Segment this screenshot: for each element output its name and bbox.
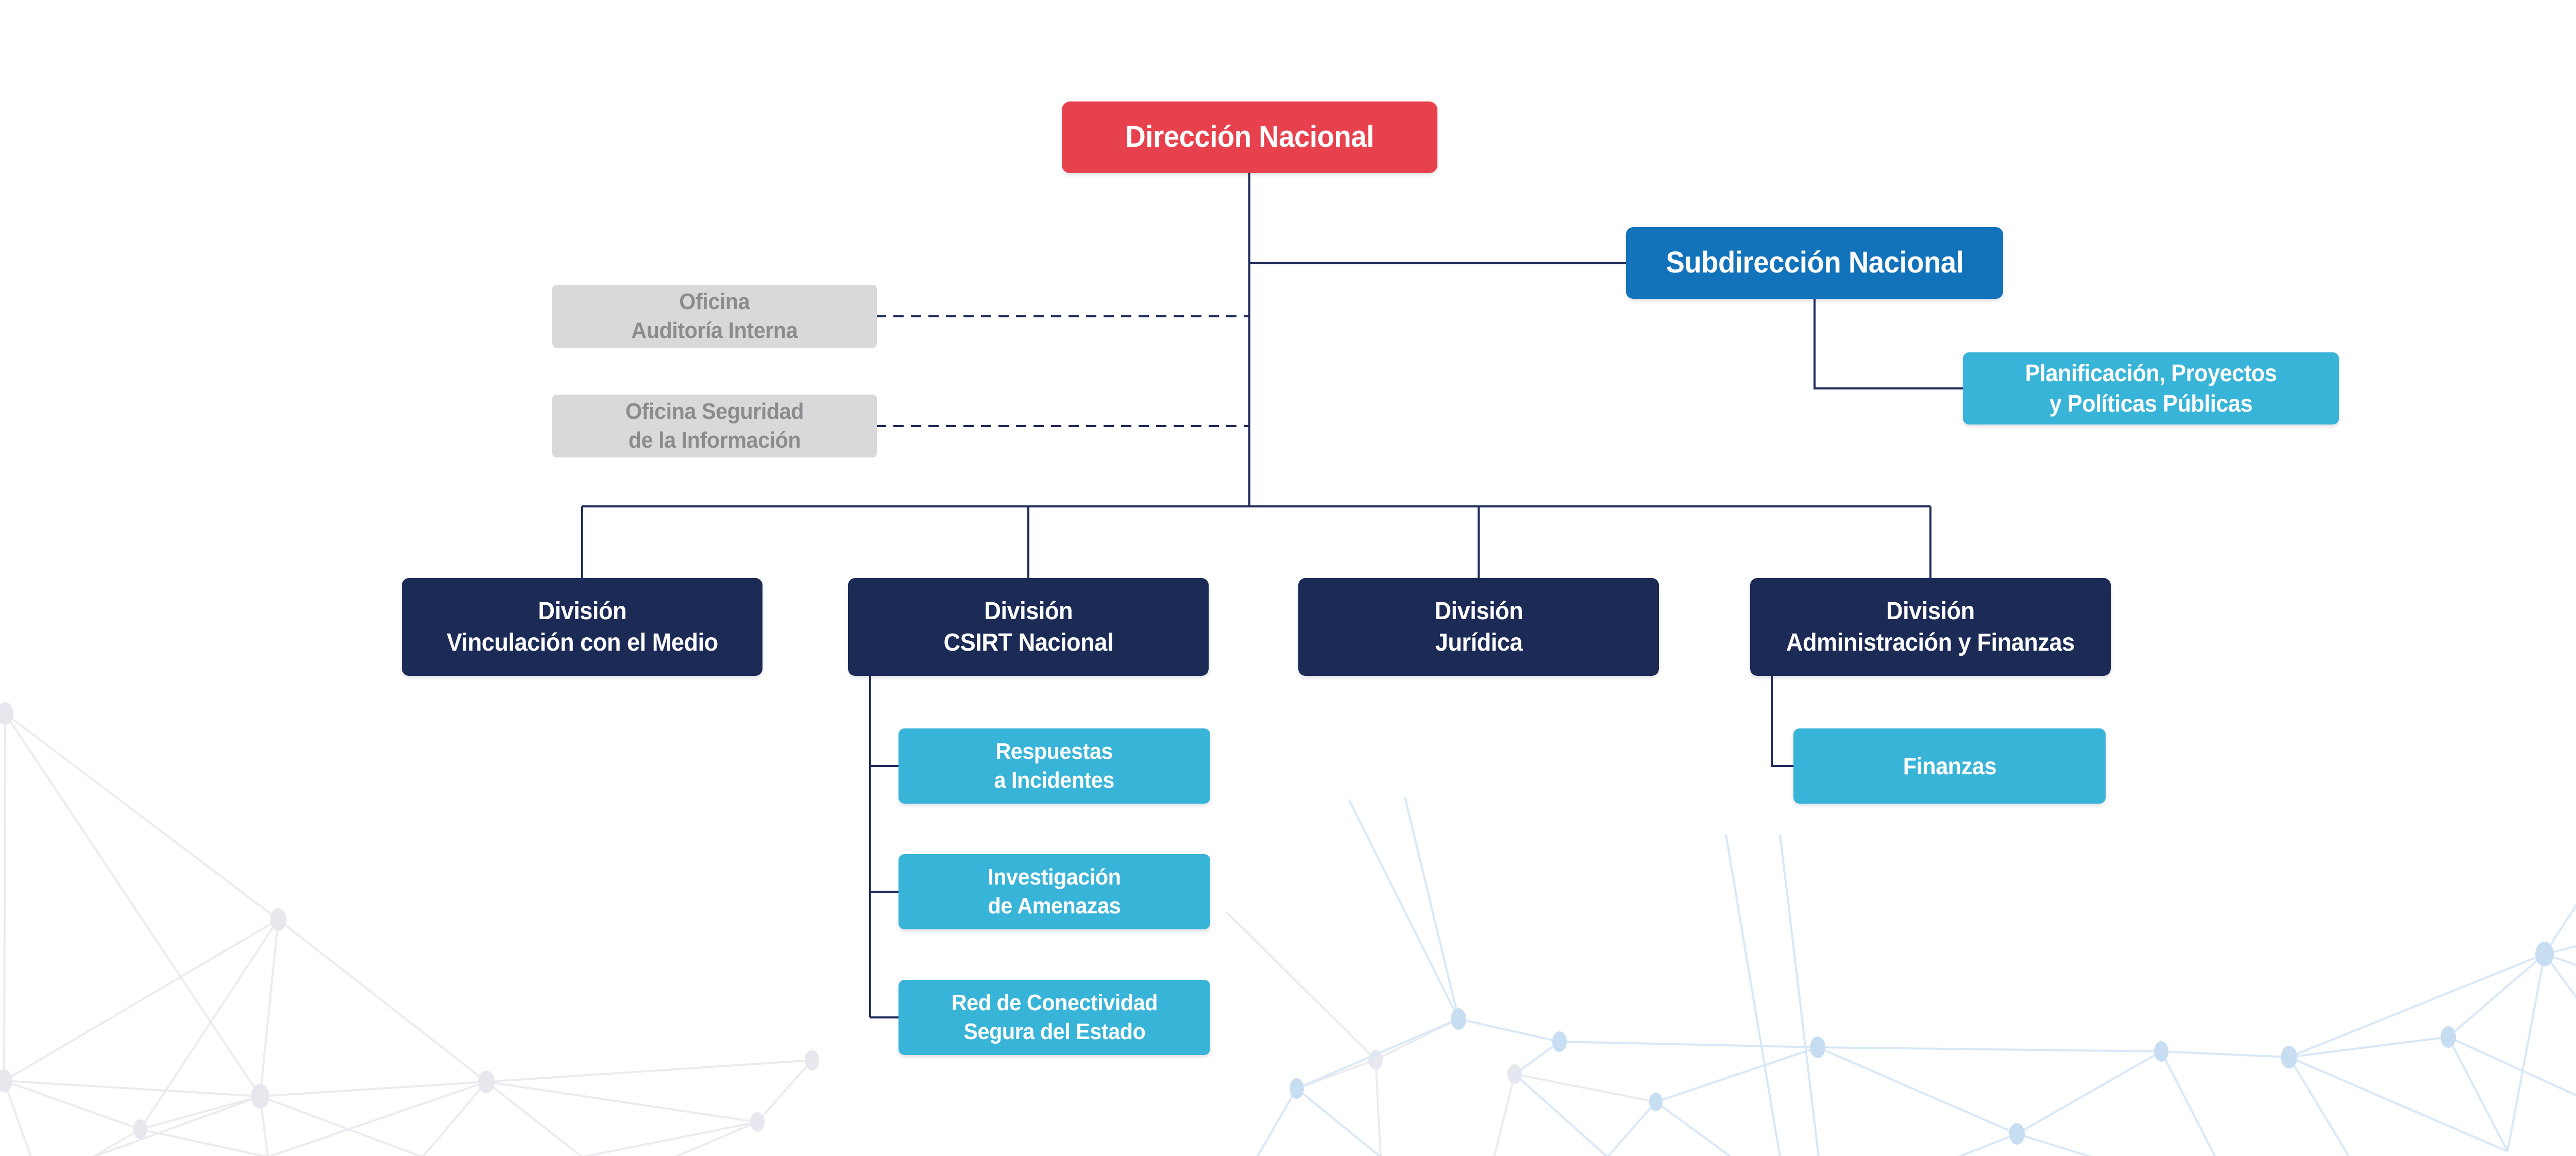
node-division-juridica: División Jurídica — [1298, 578, 1659, 676]
node-label: Dirección Nacional — [1125, 120, 1374, 154]
node-subdireccion-nacional: Subdirección Nacional — [1626, 227, 2003, 299]
connector-csirt-units — [869, 676, 900, 1018]
node-label: Oficina Auditoría Interna — [631, 288, 798, 343]
node-label: División Vinculación con el Medio — [446, 597, 718, 656]
node-division-csirt: División CSIRT Nacional — [848, 578, 1209, 676]
node-label: Respuestas a Incidentes — [994, 738, 1115, 793]
node-investigacion-amenazas: Investigación de Amenazas — [899, 854, 1210, 929]
connector-finanzas — [1771, 676, 1794, 767]
node-oficina-seguridad-informacion: Oficina Seguridad de la Información — [552, 395, 877, 457]
node-division-administracion-finanzas: División Administración y Finanzas — [1750, 578, 2111, 676]
connector-subdireccion-unit — [1814, 299, 1963, 389]
node-respuestas-incidentes: Respuestas a Incidentes — [899, 728, 1210, 804]
node-label: Finanzas — [1903, 752, 1996, 779]
node-division-vinculacion: División Vinculación con el Medio — [402, 578, 762, 676]
node-direccion-nacional: Dirección Nacional — [1062, 101, 1437, 173]
node-label: Subdirección Nacional — [1666, 246, 1963, 280]
node-label: División Administración y Finanzas — [1786, 597, 2075, 656]
node-label: División Jurídica — [1434, 597, 1523, 656]
node-label: Red de Conectividad Segura del Estado — [951, 990, 1158, 1044]
node-finanzas: Finanzas — [1793, 728, 2106, 804]
node-oficina-auditoria-interna: Oficina Auditoría Interna — [552, 285, 877, 348]
node-label: Investigación de Amenazas — [988, 864, 1121, 919]
node-planificacion-proyectos-politicas: Planificación, Proyectos y Políticas Púb… — [1963, 352, 2339, 424]
node-red-conectividad-segura: Red de Conectividad Segura del Estado — [899, 980, 1210, 1055]
connector-division-drops — [581, 506, 1931, 579]
node-label: División CSIRT Nacional — [943, 597, 1113, 656]
node-label: Oficina Seguridad de la Información — [625, 398, 804, 453]
node-label: Planificación, Proyectos y Políticas Púb… — [2025, 360, 2277, 417]
